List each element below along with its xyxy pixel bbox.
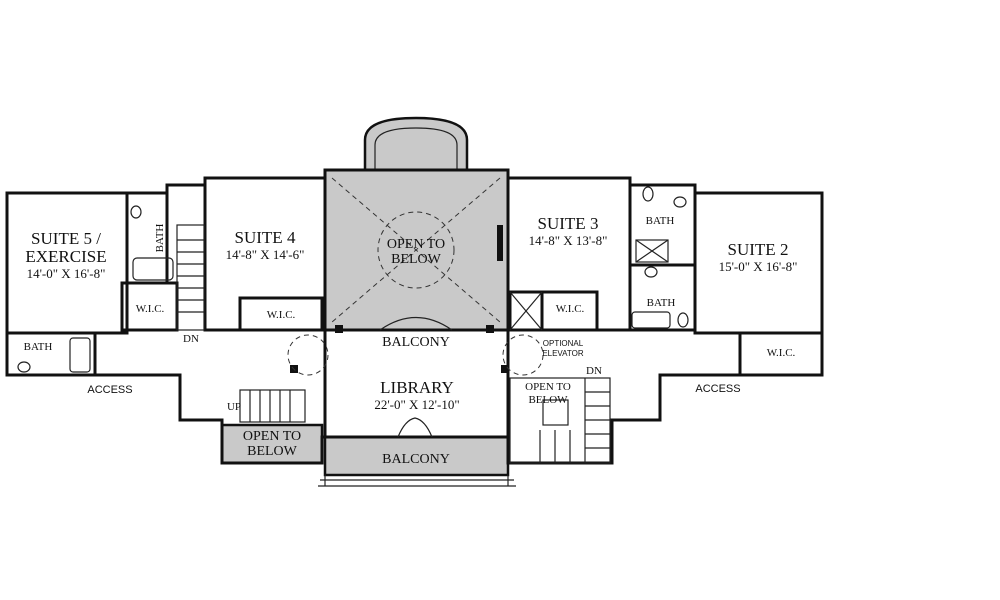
open-to-below-center-line2: BELOW <box>391 252 442 267</box>
wic-suite5-label: W.I.C. <box>136 303 165 315</box>
balcony-lower-area <box>323 435 510 477</box>
wic-suite2-label: W.I.C. <box>767 347 796 359</box>
balcony-lower-label: BALCONY <box>382 452 450 467</box>
stair-right <box>509 377 611 464</box>
suite-5-label-line2: EXERCISE <box>25 247 106 266</box>
bath-suite3-label: BATH <box>646 215 675 227</box>
suite-4-dimensions: 14'-8" X 14'-6" <box>226 247 305 262</box>
open-to-below-center-line1: OPEN TO <box>387 237 445 252</box>
access-left-label: ACCESS <box>87 384 132 396</box>
balcony-upper-label: BALCONY <box>382 335 450 350</box>
bath-suite5-label: BATH <box>24 341 53 353</box>
bath-vertical-label: BATH <box>154 224 166 253</box>
suite-2-label: SUITE 2 <box>728 240 789 259</box>
stair-dn-left-label: DN <box>183 333 199 345</box>
wic-suite4-label: W.I.C. <box>267 309 296 321</box>
suite-3-dimensions: 14'-8" X 13'-8" <box>529 233 608 248</box>
library-label: LIBRARY <box>380 378 454 397</box>
library-door <box>397 417 433 438</box>
stair-up-left-label: UP <box>227 401 241 413</box>
bath-suite2-label: BATH <box>647 297 676 309</box>
open-to-below-center-area <box>323 116 510 332</box>
suite-2-dimensions: 15'-0" X 16'-8" <box>719 259 798 274</box>
suite-3-label: SUITE 3 <box>538 214 599 233</box>
library-dimensions: 22'-0" X 12'-10" <box>374 397 459 412</box>
access-right-label: ACCESS <box>695 383 740 395</box>
suite-4-label: SUITE 4 <box>235 228 296 247</box>
stair-left <box>176 224 306 423</box>
wic-suite3-label: W.I.C. <box>556 303 585 315</box>
stair-dn-right-label: DN <box>586 365 602 377</box>
elevator-label-line2: ELEVATOR <box>542 349 584 358</box>
open-to-below-left-line1: OPEN TO <box>243 429 301 444</box>
balcony-lower-rail <box>318 475 516 487</box>
open-to-below-left-line2: BELOW <box>247 444 298 459</box>
balcony-upper-arch <box>287 316 544 376</box>
suite-5-label-line1: SUITE 5 / <box>31 229 101 248</box>
wall-outlines <box>5 168 824 465</box>
open-to-below-right-line2: BELOW <box>528 394 568 406</box>
open-to-below-right-line1: OPEN TO <box>525 381 571 393</box>
elevator-label-line1: OPTIONAL <box>543 339 584 348</box>
suite-5-dimensions: 14'-0" X 16'-8" <box>27 266 106 281</box>
bath-fixtures <box>17 186 689 373</box>
